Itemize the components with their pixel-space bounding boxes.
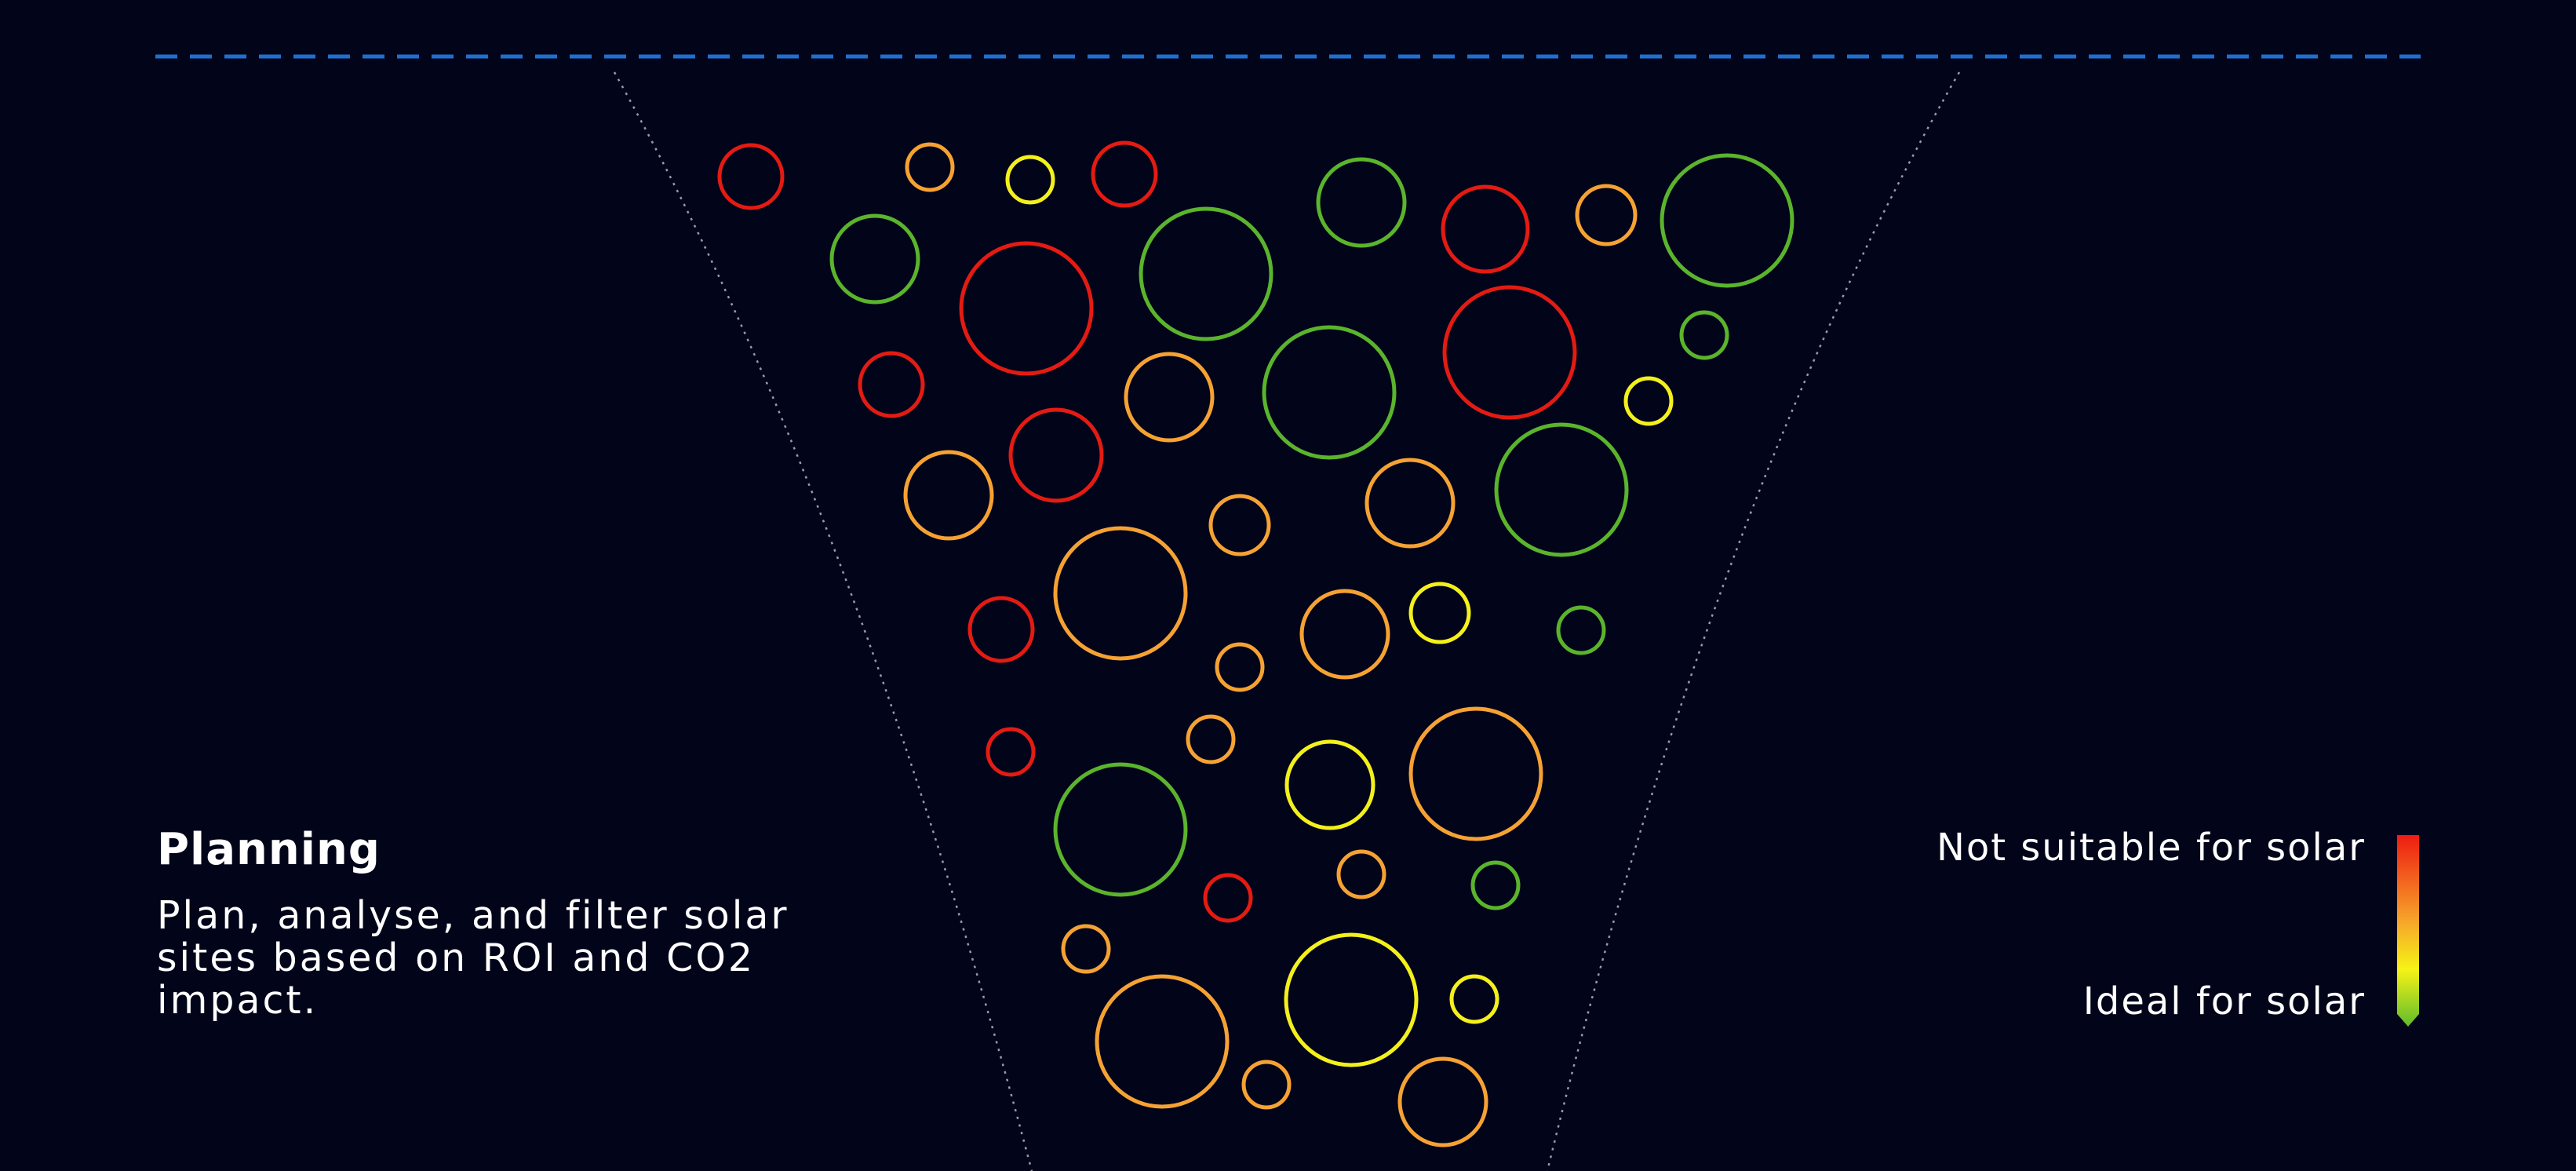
bubble-group xyxy=(717,140,1794,1147)
suitability-gradient-bar xyxy=(2397,835,2419,1027)
legend-not-suitable-label: Not suitable for solar xyxy=(1936,826,2366,870)
site-bubble-not-suitable xyxy=(717,143,785,210)
funnel-right-edge xyxy=(1546,71,1961,1171)
site-bubble-ideal xyxy=(829,213,920,305)
site-bubble-ideal xyxy=(1660,153,1794,288)
site-bubble-poor xyxy=(1053,526,1188,661)
site-bubble-poor xyxy=(1208,494,1271,556)
site-bubble-ideal xyxy=(1556,605,1606,655)
section-description: Plan, analyse, and filter solar sites ba… xyxy=(157,893,789,1023)
site-bubble-not-suitable xyxy=(986,727,1036,777)
site-bubble-not-suitable xyxy=(858,351,925,418)
site-bubble-poor xyxy=(903,450,994,541)
site-bubble-poor xyxy=(1215,642,1265,692)
site-bubble-poor xyxy=(1241,1060,1292,1110)
site-bubble-not-suitable xyxy=(1442,285,1577,420)
site-bubble-not-suitable xyxy=(959,241,1094,376)
site-bubble-poor xyxy=(1095,974,1230,1109)
site-bubble-poor xyxy=(1186,714,1236,764)
site-bubble-poor xyxy=(1336,849,1386,899)
site-bubble-fair xyxy=(1284,932,1419,1067)
site-bubble-not-suitable xyxy=(1441,184,1530,274)
site-bubble-ideal xyxy=(1316,157,1407,248)
site-bubble-poor xyxy=(1124,352,1215,443)
site-bubble-ideal xyxy=(1139,206,1273,341)
site-bubble-fair xyxy=(1005,155,1055,205)
site-bubble-not-suitable xyxy=(1203,873,1253,923)
site-bubble-poor xyxy=(1575,184,1638,246)
site-bubble-poor xyxy=(1408,706,1543,841)
site-bubble-poor xyxy=(905,142,955,192)
site-bubble-poor xyxy=(1397,1056,1488,1147)
site-bubble-fair xyxy=(1408,582,1471,644)
site-bubble-fair xyxy=(1284,739,1375,830)
legend-ideal-label: Ideal for solar xyxy=(2082,979,2366,1023)
site-bubble-poor xyxy=(1299,589,1390,680)
site-bubble-ideal xyxy=(1679,310,1729,360)
site-bubble-ideal xyxy=(1053,762,1188,897)
site-bubble-ideal xyxy=(1494,422,1629,557)
site-bubble-ideal xyxy=(1262,325,1397,460)
site-bubble-not-suitable xyxy=(967,596,1035,663)
site-bubble-not-suitable xyxy=(1091,140,1158,208)
section-title: Planning xyxy=(157,824,381,875)
site-bubble-fair xyxy=(1623,376,1674,426)
site-bubble-poor xyxy=(1365,458,1456,549)
site-bubble-poor xyxy=(1061,924,1111,974)
site-bubble-fair xyxy=(1449,974,1499,1024)
site-bubble-ideal xyxy=(1470,860,1521,910)
site-bubble-not-suitable xyxy=(1008,407,1104,503)
